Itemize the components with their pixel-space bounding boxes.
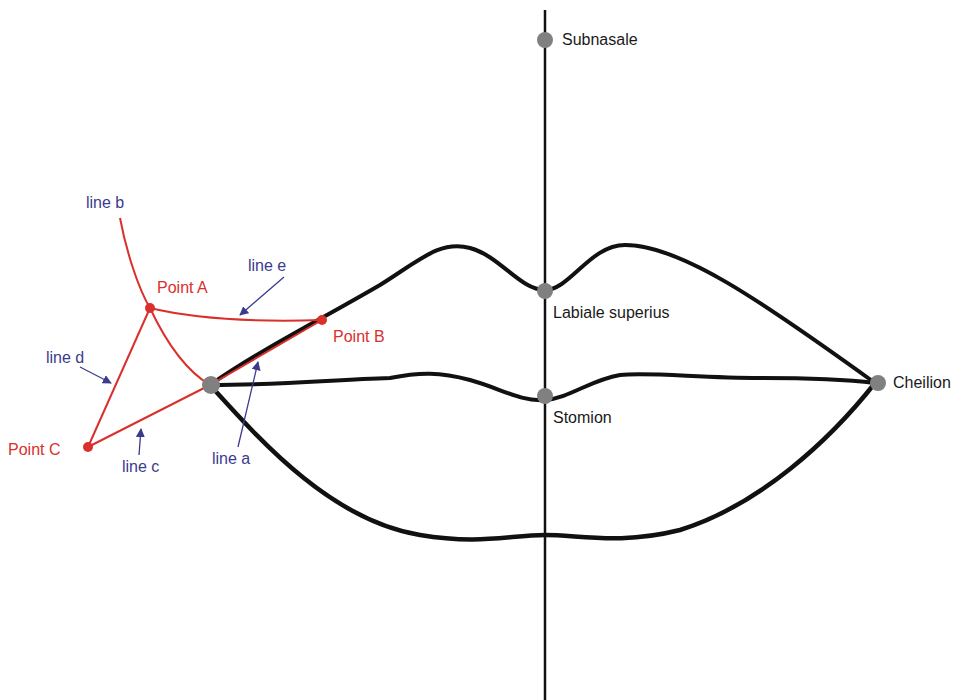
- landmark-label: Subnasale: [562, 31, 638, 49]
- point-b-dot: [317, 315, 327, 325]
- landmark-label: Cheilion: [893, 374, 951, 392]
- line-label: line c: [122, 458, 159, 476]
- landmark-dot: [537, 388, 553, 404]
- point-c-dot: [83, 442, 93, 452]
- leader-arrow: [240, 277, 284, 315]
- line-a: [210, 320, 322, 385]
- line-e: [150, 308, 322, 321]
- upper-lip: [210, 245, 875, 385]
- line-c: [88, 385, 210, 447]
- line-label: line d: [46, 349, 84, 367]
- line-label: line a: [212, 450, 250, 468]
- landmark-dot: [870, 375, 886, 391]
- landmark-dot: [537, 32, 553, 48]
- landmark-label: Stomion: [553, 409, 612, 427]
- leader-arrow: [238, 362, 258, 447]
- line-label: line b: [86, 194, 124, 212]
- line-d: [88, 308, 150, 447]
- line-b: [120, 218, 210, 385]
- point-a-dot: [145, 303, 155, 313]
- leader-arrow: [139, 429, 141, 455]
- midline: [544, 10, 547, 700]
- point-label: Point C: [8, 441, 60, 459]
- leader-arrow: [80, 367, 111, 383]
- line-label: line e: [248, 257, 286, 275]
- landmark-label: Labiale superius: [553, 304, 670, 322]
- landmark-dot: [537, 283, 553, 299]
- lower-lip: [210, 383, 875, 539]
- point-label: Point A: [157, 279, 208, 297]
- point-label: Point B: [333, 328, 385, 346]
- landmark-dot: [202, 376, 220, 394]
